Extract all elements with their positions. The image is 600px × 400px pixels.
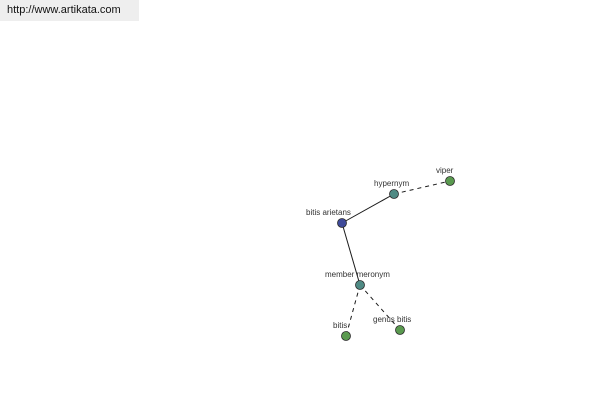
- site-url[interactable]: http://www.artikata.com: [0, 0, 139, 21]
- node-bitis[interactable]: [341, 331, 351, 341]
- node-viper[interactable]: [445, 176, 455, 186]
- edge-bitis-arietans-to-member-meronym: [341, 222, 361, 286]
- node-label-viper[interactable]: viper: [436, 166, 454, 175]
- node-bitis-arietans[interactable]: [337, 218, 347, 228]
- graph-nodes: [337, 176, 455, 341]
- node-hypernym[interactable]: [389, 189, 399, 199]
- node-label-genus-bitis[interactable]: genus bitis: [373, 315, 411, 324]
- node-label-member-meronym[interactable]: member meronym: [325, 270, 390, 279]
- edge-bitis-arietans-to-hypernym: [341, 193, 395, 224]
- node-label-hypernym[interactable]: hypernym: [374, 179, 409, 188]
- node-label-bitis-arietans[interactable]: bitis arietans: [306, 208, 351, 217]
- edge-hypernym-to-viper: [393, 180, 451, 195]
- node-genus-bitis[interactable]: [395, 325, 405, 335]
- node-label-bitis[interactable]: bitis: [333, 321, 347, 330]
- edge-member-meronym-to-genus-bitis: [359, 284, 401, 331]
- node-member-meronym[interactable]: [355, 280, 365, 290]
- graph-edges: [341, 180, 451, 337]
- edge-member-meronym-to-bitis: [345, 284, 361, 337]
- graph-labels: bitis arietans hypernym viper member merony…: [306, 166, 454, 330]
